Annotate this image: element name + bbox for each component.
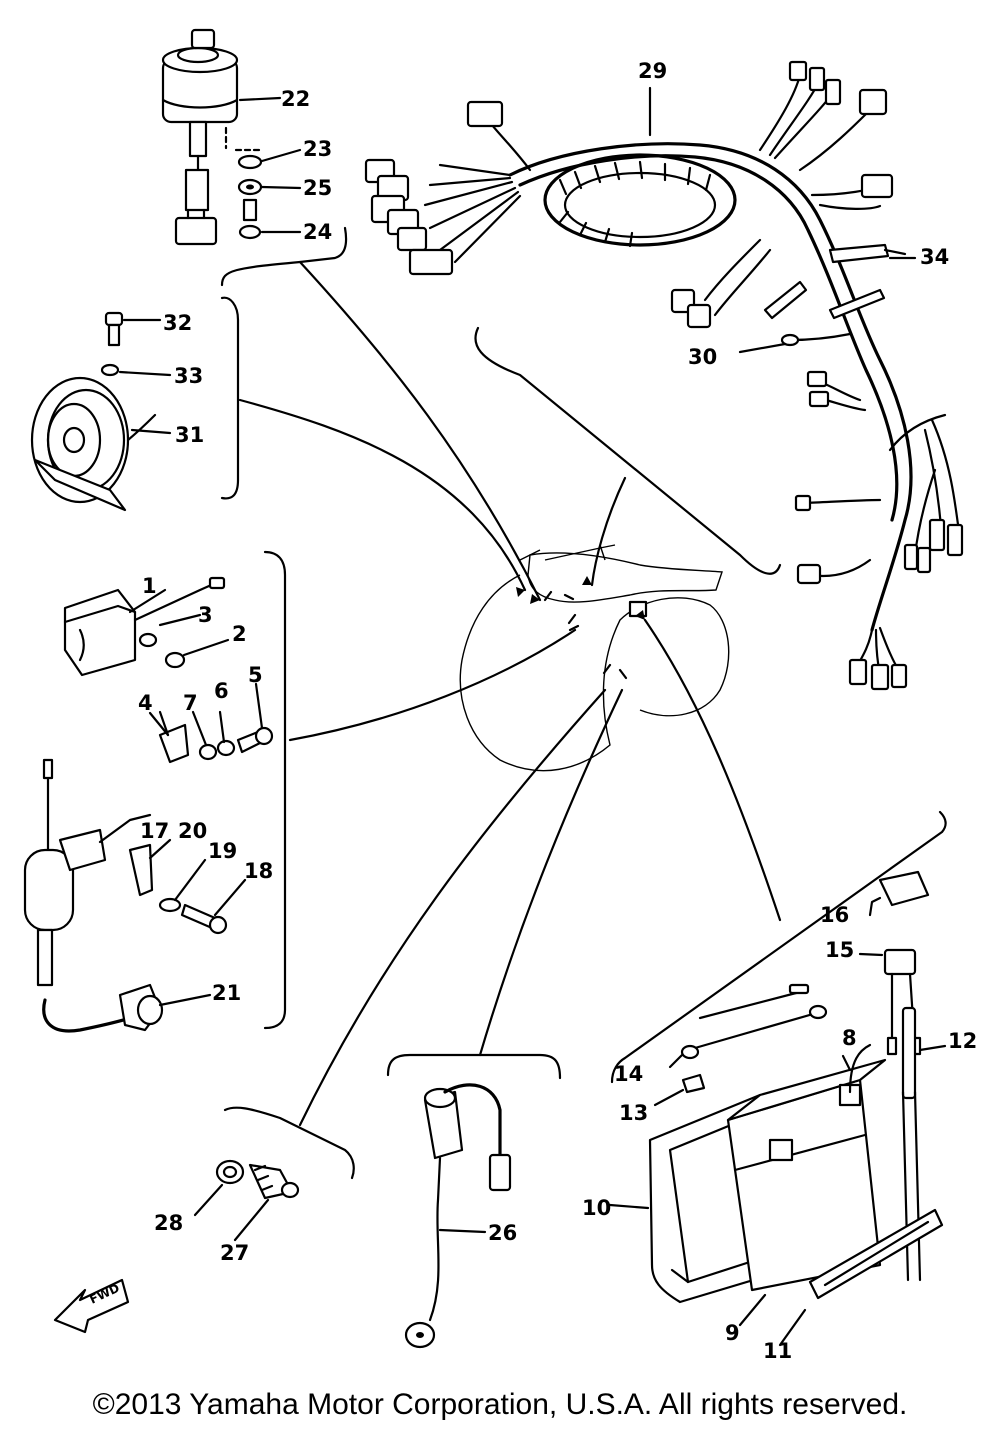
- callout-15: 15: [825, 938, 854, 962]
- callout-9: 9: [725, 1321, 740, 1345]
- callout-21: 21: [212, 981, 241, 1005]
- rectifier-group: [63, 576, 274, 764]
- callout-10: 10: [582, 1196, 611, 1220]
- callout-24: 24: [303, 220, 332, 244]
- callout-17: 17: [140, 819, 169, 843]
- callout-23: 23: [303, 137, 332, 161]
- callout-14: 14: [614, 1062, 643, 1086]
- leader-lines: [238, 260, 782, 1127]
- callout-6: 6: [214, 679, 229, 703]
- group-brackets: [220, 226, 947, 1180]
- callout-1: 1: [142, 574, 157, 598]
- callout-22: 22: [281, 87, 310, 111]
- callout-8: 8: [842, 1026, 857, 1050]
- ignition-coil-group: [23, 758, 247, 1033]
- callout-31: 31: [175, 423, 204, 447]
- callout-26: 26: [488, 1221, 517, 1245]
- callout-20: 20: [178, 819, 207, 843]
- main-switch-group: [161, 28, 302, 246]
- neutral-switch-group: [193, 1159, 300, 1242]
- copyright-notice: ©2013 Yamaha Motor Corporation, U.S.A. A…: [92, 1388, 908, 1421]
- callout-5: 5: [248, 663, 263, 687]
- wire-harness-group: [364, 60, 964, 691]
- callout-4: 4: [138, 691, 153, 715]
- callout-3: 3: [198, 603, 213, 627]
- callout-33: 33: [174, 364, 203, 388]
- callout-19: 19: [208, 839, 237, 863]
- callout-32: 32: [163, 311, 192, 335]
- callout-29: 29: [638, 59, 667, 83]
- callout-13: 13: [619, 1101, 648, 1125]
- battery-cable-group: [404, 1083, 512, 1349]
- callout-34: 34: [920, 245, 949, 269]
- callout-labels: 1 2 3 4 5 6 7 8 9 10 11 12 13 14 15 16 1…: [138, 59, 977, 1363]
- battery-group: [608, 870, 947, 1347]
- callout-25: 25: [303, 176, 332, 200]
- callout-16: 16: [820, 903, 849, 927]
- callout-18: 18: [244, 859, 273, 883]
- callout-7: 7: [183, 691, 198, 715]
- fwd-arrow-icon: FWD: [53, 1278, 130, 1334]
- callout-12: 12: [948, 1029, 977, 1053]
- callout-30: 30: [688, 345, 717, 369]
- callout-27: 27: [220, 1241, 249, 1265]
- motorcycle-frame-outline: [459, 544, 730, 772]
- callout-11: 11: [763, 1339, 792, 1363]
- callout-2: 2: [232, 622, 247, 646]
- callout-28: 28: [154, 1211, 183, 1235]
- horn-group: [30, 311, 172, 512]
